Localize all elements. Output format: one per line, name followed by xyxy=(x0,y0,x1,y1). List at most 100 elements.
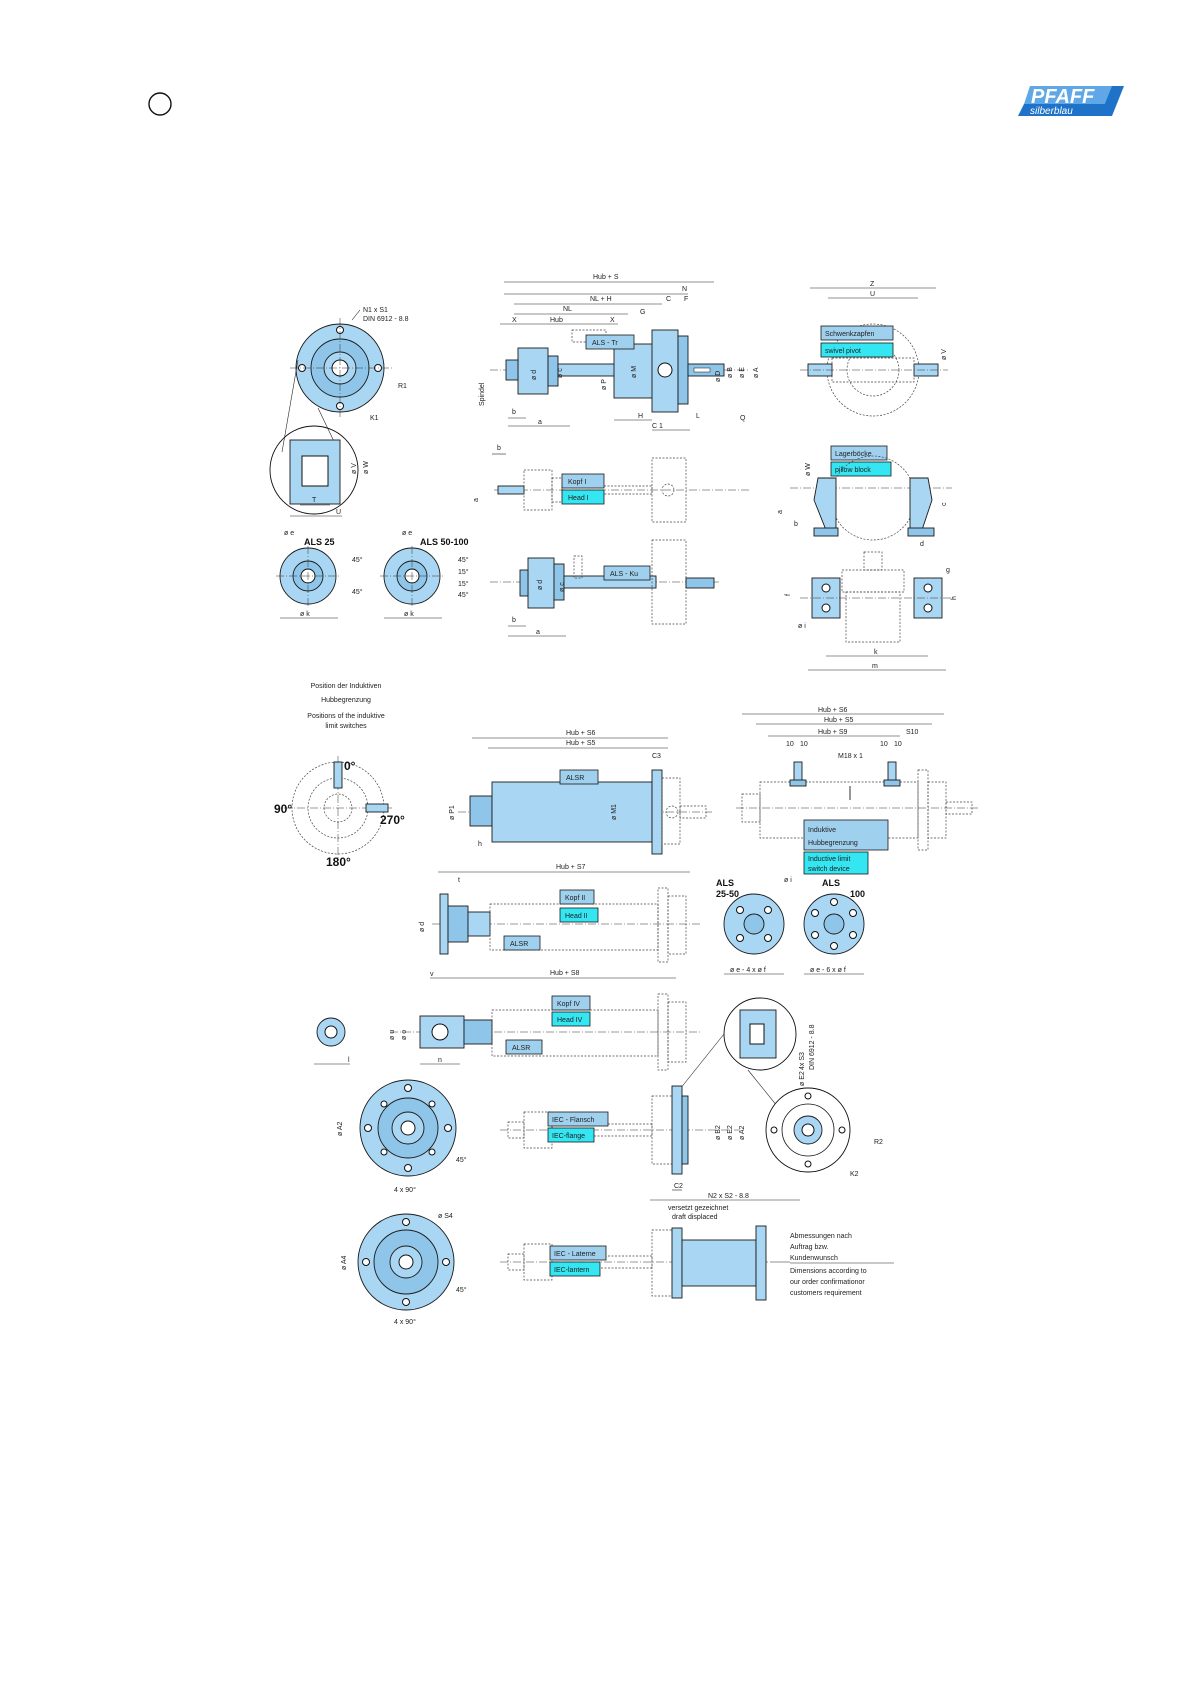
dim-c2: C2 xyxy=(674,1183,683,1190)
label-alsr-head4: ALSR xyxy=(512,1045,530,1052)
label-box-inductive xyxy=(803,851,869,875)
label-box-iec-flansch xyxy=(547,1111,609,1127)
dim-n-head4: n xyxy=(438,1057,442,1064)
label-als-25-50-b: 25-50 xyxy=(716,889,739,899)
dim-a-ku: a xyxy=(536,629,540,636)
language-marker-circle xyxy=(148,92,172,116)
logo-sub-text: silberblau xyxy=(1030,106,1073,117)
label-box-alsr-main xyxy=(559,769,599,785)
dim-b-ku: b xyxy=(512,617,516,624)
dim-ok-als50: ø k xyxy=(404,611,414,618)
label-box-kopf4 xyxy=(551,995,591,1011)
dim-45b: 45° xyxy=(352,588,363,596)
dim-oa-main: ø A xyxy=(753,367,760,378)
actuator-alsr-inductive: Hub + S6 Hub + S5 Hub + S9 S10 10 10 10 … xyxy=(736,707,980,875)
label-box-iec-laterne xyxy=(549,1245,607,1261)
detail-bubble-iec: 4x S3 DIN 6912 - 8.8 ø E2 xyxy=(675,997,816,1123)
dim-oo: ø o xyxy=(401,1030,408,1040)
label-alsr-main: ALSR xyxy=(566,775,584,782)
dim-t-head2: t xyxy=(458,877,460,884)
note-de-2: Auftrag bzw. xyxy=(790,1244,829,1251)
label-box-head4 xyxy=(551,1011,591,1027)
dim-x-right: X xyxy=(610,317,615,324)
dim-h-pillow: h xyxy=(951,596,958,600)
dim-l-head4: l xyxy=(348,1057,350,1064)
dim-f: F xyxy=(684,296,688,303)
label-versetzt-2: draft displaced xyxy=(672,1214,718,1221)
dim-a-main: a xyxy=(538,419,542,426)
label-lagerboecke: Lagerböcke xyxy=(835,451,872,458)
dim-45a: 45° xyxy=(352,556,363,564)
dim-hub-s6-ind: Hub + S6 xyxy=(818,707,847,714)
head1-view: Kopf I Head I b a xyxy=(473,445,750,523)
label-pillow-block: pillow block xyxy=(835,467,871,474)
dim-k-pillow: k xyxy=(874,649,878,656)
dim-nl-h: NL + H xyxy=(590,296,612,303)
dim-a-pillow: a xyxy=(777,510,784,514)
dim-10c: 10 xyxy=(880,741,888,748)
dim-hub-s9: Hub + S9 xyxy=(818,729,847,736)
dim-oe4: ø e - 4 x ø f xyxy=(730,967,766,974)
dim-v: v xyxy=(430,971,434,978)
label-head2: Head II xyxy=(565,913,588,920)
label-box-head1 xyxy=(561,489,605,505)
label-induktive-1: Induktive xyxy=(808,827,836,834)
label-alsr-head2: ALSR xyxy=(510,941,528,948)
actuator-alsr: Hub + S6 Hub + S5 C3 ALSR ø P1 ø M1 h xyxy=(449,730,712,855)
detail-section-view: ø V ø W T U xyxy=(269,425,370,517)
dim-om-main: ø M xyxy=(631,366,638,378)
dim-k1: K1 xyxy=(370,415,379,422)
dim-c1-main: C 1 xyxy=(652,423,663,430)
dim-four-s3: 4x S3 xyxy=(799,1052,806,1070)
pfaff-logo: PFAFF silberblau xyxy=(1018,86,1124,117)
actuator-als-ku: ALS - Ku ø c ø d b a xyxy=(490,539,720,637)
dim-hub-s5-ind: Hub + S5 xyxy=(824,717,853,724)
dim-45c: 45° xyxy=(458,556,469,564)
dim-r2: R2 xyxy=(874,1139,883,1146)
dim-ob2: ø B2 xyxy=(715,1125,722,1140)
head4-view: Hub + S8 v Kopf IV Head IV ALSR ø u ø o … xyxy=(389,970,700,1071)
dim-oi-flange: ø i xyxy=(784,877,792,884)
label-box-iec-lantern xyxy=(549,1261,601,1277)
dim-10a: 10 xyxy=(786,741,794,748)
head4-small-circle: l xyxy=(314,1017,350,1065)
position-title-en-1: Positions of the induktive xyxy=(307,713,385,720)
dim-l-main: L xyxy=(696,413,700,420)
label-kopf4: Kopf IV xyxy=(557,1001,580,1008)
dim-ok-als25: ø k xyxy=(300,611,310,618)
label-schwenkzapfen: Schwenkzapfen xyxy=(825,331,875,338)
dim-din1: DIN 6912 - 8.8 xyxy=(363,316,409,323)
dim-oa4: ø A4 xyxy=(341,1255,348,1270)
dim-om1: ø M1 xyxy=(611,804,618,820)
dim-hub-s6-alsr: Hub + S6 xyxy=(566,730,595,737)
dim-op-main: ø P xyxy=(601,379,608,390)
iec-flange-rear: R2 K2 xyxy=(765,1087,883,1178)
dim-oe2: ø E2 xyxy=(727,1125,734,1140)
dim-hub-s5-alsr: Hub + S5 xyxy=(566,740,595,747)
label-box-schwenkzapfen xyxy=(820,325,894,341)
iec-flange-side: IEC - Flansch IEC-flange ø B2 ø E2 ø A2 … xyxy=(500,1085,800,1221)
note-de-1: Abmessungen nach xyxy=(790,1233,852,1240)
dim-q-main: Q xyxy=(740,415,746,422)
label-iec-flange: IEC-flange xyxy=(552,1133,585,1140)
position-0: 0° xyxy=(344,759,356,773)
dim-h-alsr: h xyxy=(478,841,482,848)
actuator-als-tr: Hub + S N NL + H C F NL G X Hub X ALS - … xyxy=(479,274,760,431)
dim-i-pillow: ø i xyxy=(798,623,806,630)
label-als-tr: ALS - Tr xyxy=(592,340,618,347)
flange-front-view: N1 x S1 DIN 6912 - 8.8 R1 K1 xyxy=(281,307,409,455)
als-100-flange: ALS 100 ø e - 6 x ø f xyxy=(803,878,865,975)
dim-c3: C3 xyxy=(652,753,661,760)
dim-od-head2: ø d xyxy=(419,922,426,932)
dim-10b: 10 xyxy=(800,741,808,748)
dim-oc-ku: ø c xyxy=(559,582,566,592)
dim-d-pillow: d xyxy=(920,541,924,548)
dim-g-pillow: g xyxy=(946,567,950,574)
dim-u-detail: U xyxy=(336,509,341,516)
dim-os4: ø S4 xyxy=(438,1213,453,1220)
dim-z: Z xyxy=(870,281,875,288)
note-de-3: Kundenwunsch xyxy=(790,1255,838,1262)
dim-oa2-side: ø A2 xyxy=(739,1125,746,1140)
dim-4x90-iec: 4 x 90° xyxy=(394,1186,416,1194)
